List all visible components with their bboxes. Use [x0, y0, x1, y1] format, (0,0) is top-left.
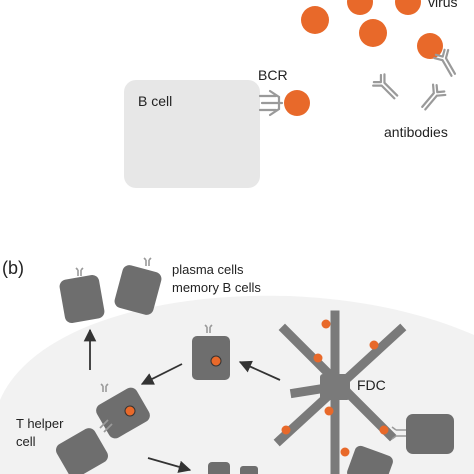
memory-b-cells-label: memory B cells — [172, 280, 261, 295]
b-cell — [124, 80, 260, 188]
panel-b-label: (b) — [2, 258, 24, 278]
t-helper-label-line1: T helper — [16, 416, 64, 431]
virus-particle — [359, 19, 387, 47]
fdc-antigen — [379, 425, 389, 435]
panel-b: (b) FDC plasma cells memory B cells — [0, 257, 474, 474]
fdc-bound-b-cell-2 — [347, 445, 393, 474]
antibody — [433, 48, 457, 77]
bcr-label: BCR — [258, 67, 288, 83]
b-cell-receptor — [204, 324, 213, 333]
t-helper-cell — [56, 428, 108, 474]
antibody — [421, 83, 447, 111]
memory-b-cell — [114, 265, 162, 315]
plasma-cell-receptor — [75, 267, 84, 276]
fdc-antigen — [369, 340, 379, 350]
fdc-antigen — [281, 425, 291, 435]
virus-particle — [395, 0, 421, 15]
t-helper-label-line2: cell — [16, 434, 36, 449]
internalized-antigen — [210, 355, 222, 367]
fdc-label: FDC — [357, 377, 386, 393]
t-cell-receptor — [99, 419, 113, 433]
arrow-bcell-to-t-help — [140, 363, 183, 385]
b-cell-t-receptor — [100, 383, 109, 392]
memory-b-cell-receptor — [143, 257, 152, 266]
bcr-receptor — [258, 89, 284, 117]
fdc-antigen — [324, 406, 334, 416]
b-cell-label: B cell — [138, 93, 172, 109]
plasma-cells-label: plasma cells — [172, 262, 244, 277]
antibody — [372, 73, 399, 100]
fdc-bound-b-cell — [406, 414, 454, 454]
plasma-cell — [59, 274, 105, 324]
bound-virus — [284, 90, 310, 116]
virus-particle — [347, 0, 373, 15]
bottom-b-cell-2 — [240, 466, 258, 474]
antigen-presenting-b-cell — [192, 336, 230, 380]
panel-a: virus B cell BCR antibodies — [124, 0, 458, 188]
fdc-bound-receptor — [391, 426, 406, 440]
fdc-body — [320, 374, 350, 400]
antibodies-label: antibodies — [384, 124, 448, 140]
virus-particle — [417, 33, 443, 59]
fdc-antigen — [340, 447, 350, 457]
virus-label: virus — [428, 0, 458, 10]
bottom-b-cell — [208, 462, 230, 474]
fdc-antigen — [313, 353, 323, 363]
arrow-fdc-to-bcell — [238, 360, 281, 381]
presented-antigen — [124, 405, 136, 417]
fdc-antigen — [321, 319, 331, 329]
virus-particle — [301, 6, 329, 34]
arrow-to-bottom-cell — [147, 457, 192, 473]
